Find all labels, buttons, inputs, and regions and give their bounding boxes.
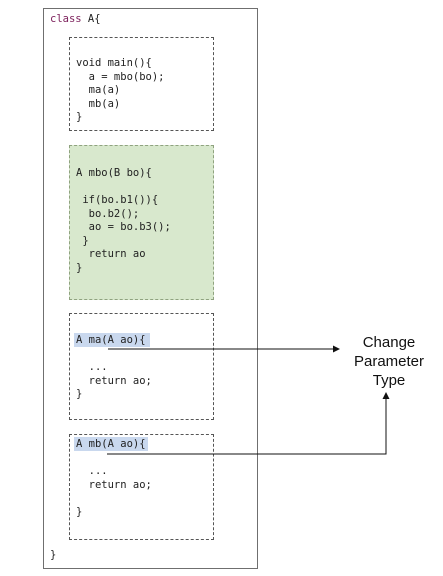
mb-signature: A mb(A ao){ <box>76 438 146 450</box>
code-line: return ao <box>76 248 146 260</box>
code-line: if(bo.b1()){ <box>76 194 159 206</box>
label-line: Type <box>372 372 406 389</box>
code-line: ao = bo.b3(); <box>76 221 171 233</box>
code-line: void main(){ <box>76 57 152 69</box>
class-closing-brace: } <box>50 549 57 561</box>
main-method-box <box>69 37 214 131</box>
code-line: bo.b2(); <box>76 207 140 220</box>
mb-signature-highlight <box>74 437 148 451</box>
code-line: ... <box>76 465 108 477</box>
class-header: class A{ <box>50 13 101 27</box>
mbo-method-code: A mbo(B bo){ if(bo.b1()){ bo.b2(); ao = … <box>76 167 171 275</box>
ma-signature: A ma(A ao){ <box>76 334 146 346</box>
code-line: ... <box>76 361 108 373</box>
mbo-method-box <box>69 145 214 300</box>
code-line: } <box>76 505 83 518</box>
code-line: } <box>76 261 83 274</box>
code-line: } <box>76 234 89 247</box>
code-line: A mbo(B bo){ <box>76 167 152 179</box>
code-line: return ao; <box>76 478 152 491</box>
code-line: a = mbo(bo); <box>76 70 165 83</box>
ma-method-box <box>69 313 214 420</box>
mb-to-label-arrow <box>107 392 390 455</box>
change-parameter-type-label: Change Parameter Type <box>334 333 443 390</box>
main-method-code: void main(){ a = mbo(bo); ma(a) mb(a) } <box>76 57 165 125</box>
code-line: return ao; <box>76 374 152 387</box>
class-keyword: class <box>50 13 82 25</box>
code-line: } <box>76 111 83 123</box>
label-line: Change <box>362 334 416 351</box>
mb-method-code: A mb(A ao){ ... return ao; } <box>76 438 152 519</box>
code-line: } <box>76 388 83 400</box>
code-line: mb(a) <box>76 97 121 110</box>
code-line: ma(a) <box>76 84 121 96</box>
label-line: Parameter <box>353 353 425 370</box>
class-name: A{ <box>81 13 101 25</box>
ma-method-code: A ma(A ao){ ... return ao; } <box>76 334 152 402</box>
class-a-container <box>43 8 258 569</box>
ma-signature-highlight <box>74 333 150 347</box>
mb-method-box <box>69 434 214 540</box>
